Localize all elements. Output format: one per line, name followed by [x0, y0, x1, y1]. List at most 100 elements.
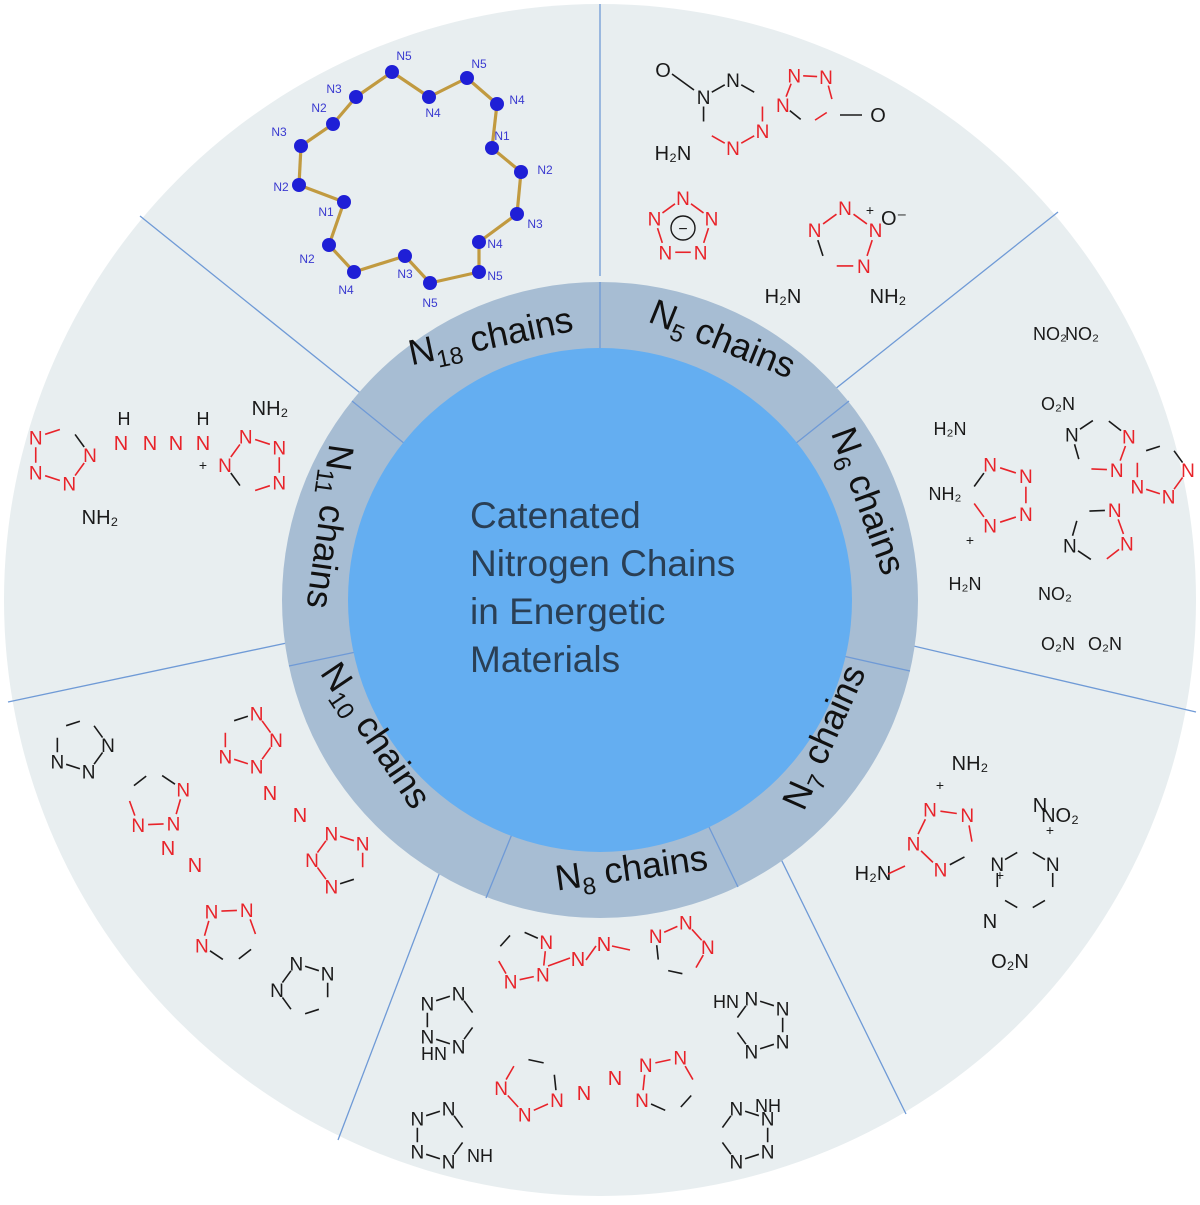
ring-bond [65, 763, 81, 770]
ring-bond [721, 1115, 732, 1129]
ring-atom-label: N [776, 1032, 790, 1053]
ring-bond [661, 203, 676, 214]
ring-bond [1032, 851, 1046, 861]
ring-atom-label: N [205, 902, 219, 923]
ring-bond [663, 925, 678, 933]
n18-bond [355, 70, 393, 99]
ring-atom-label: N [639, 1056, 653, 1077]
ring-bond [463, 1026, 474, 1040]
ring-bond [803, 75, 818, 78]
ring-atom-label: N [29, 428, 43, 449]
ring-atom-label: N [705, 210, 719, 231]
n18-atom-label: N3 [527, 217, 543, 231]
ring-atom-label: N [50, 752, 64, 773]
ring-atom-label: N [761, 1110, 775, 1131]
n18-atom [292, 178, 306, 192]
divider-n6-n7 [887, 639, 1197, 713]
ring-bond [505, 1065, 515, 1080]
ring-atom-label: N [250, 758, 264, 779]
ring-bond [1108, 420, 1122, 432]
triazole-ring: NNN [1063, 501, 1134, 561]
ring-atom-label: N [934, 861, 948, 882]
center-title: Catenated Nitrogen Chains in Energetic M… [470, 492, 800, 684]
ring-atom-label: N [808, 221, 822, 242]
ring-bond [721, 1141, 732, 1155]
n18-atom-label: N5 [487, 269, 503, 283]
ring-atom-label: N [82, 763, 96, 784]
ring-bond [254, 438, 271, 446]
ring-bond [1004, 851, 1018, 861]
ring-bond [702, 227, 710, 244]
ring-bond [711, 135, 726, 144]
ring-atom-label: N [324, 824, 338, 845]
amine-label: H₂N [855, 863, 892, 885]
ring-atom-label: N [726, 71, 740, 92]
n18-atom-label: N5 [471, 57, 487, 71]
ring-bond [999, 516, 1017, 523]
amine-label: NH₂ [870, 286, 907, 308]
ring-atom-label: N [983, 516, 997, 537]
ring-bond [519, 975, 534, 981]
triazole-ring: NNN [494, 1058, 564, 1126]
n18-atom-label: N4 [425, 106, 441, 120]
ring-bond [917, 818, 927, 835]
nitrogen-label: N [577, 1083, 591, 1105]
ring-atom-label: N [410, 1142, 424, 1163]
nitro-label: O₂N [1088, 634, 1122, 654]
ring-bond [128, 800, 136, 816]
hn-label: HN [421, 1044, 447, 1064]
ring-atom-label: N [1181, 461, 1195, 482]
bond [611, 945, 631, 951]
ring-atom-label: N [250, 704, 264, 725]
n18-atom-label: N1 [494, 129, 510, 143]
nitrogen-label: N [143, 433, 157, 455]
n18-atom-label: N3 [397, 267, 413, 281]
ring-atom-label: N [726, 139, 740, 160]
n18-atom [510, 207, 524, 221]
pyrazine-ring: NN [990, 851, 1060, 909]
ring-atom-label: N [1108, 501, 1122, 522]
nitrogen-label: N [608, 1068, 622, 1090]
ring-bond [711, 84, 726, 93]
ring-bond [435, 1038, 451, 1045]
ring-bond [684, 1065, 694, 1080]
nitrogen-label: N [169, 433, 183, 455]
ring-bond [650, 1103, 666, 1112]
ring-atom-label: N [218, 456, 232, 477]
ring-atom-label: N [269, 731, 283, 752]
nh-label: NH [755, 1096, 781, 1116]
ring-bond [133, 775, 147, 787]
ring-atom-label: N [176, 781, 190, 802]
ring-bond [1077, 550, 1092, 561]
ring-bond [304, 1008, 320, 1015]
ring-bond [1173, 476, 1184, 490]
ring-bond [553, 1074, 557, 1091]
amine-label: H₂N [934, 419, 967, 439]
charge-label: + [1046, 822, 1054, 838]
ring-atom-label: N [356, 835, 370, 856]
charge-label: + [996, 867, 1004, 883]
nitrogen-label: N [293, 805, 307, 827]
ring-atom-label: N [756, 122, 770, 143]
ring-bond [817, 239, 824, 257]
n18-bond [353, 254, 406, 274]
n18-bond [428, 76, 468, 99]
ring-atom-label: N [452, 984, 466, 1005]
center-disc [348, 348, 852, 852]
nitrogen-label: N [983, 911, 997, 933]
n18-atom-label: N4 [509, 93, 525, 107]
amine-label: NH₂ [82, 507, 119, 529]
ring-bond [655, 1058, 671, 1064]
n18-atom [472, 265, 486, 279]
